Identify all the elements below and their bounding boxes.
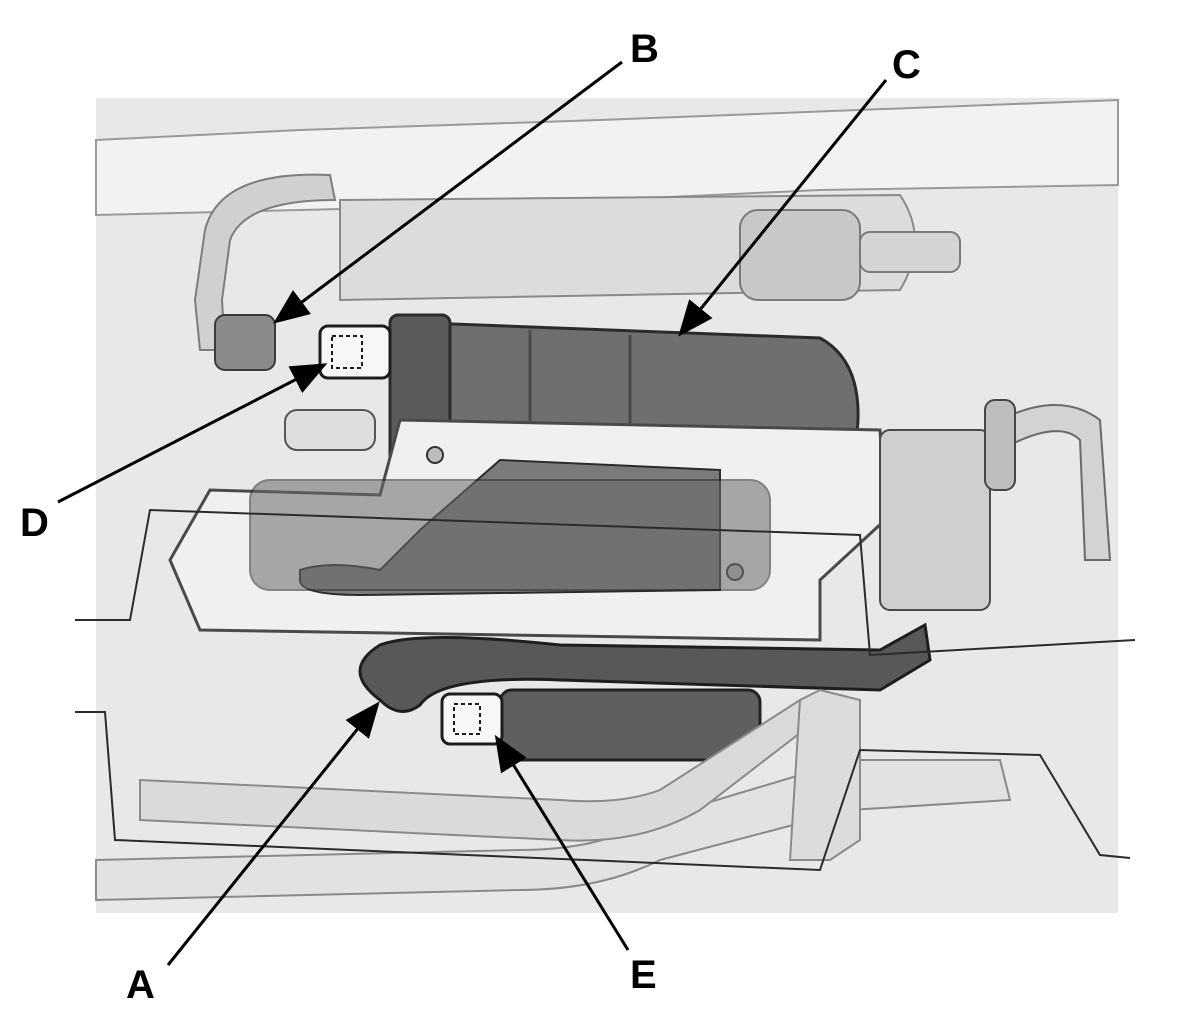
drain-hose (358, 622, 932, 713)
callout-label-c: C (892, 43, 921, 87)
leader-line-c (678, 79, 888, 337)
callout-label-a: A (126, 963, 155, 1007)
lower-cross-pipe (139, 698, 833, 842)
bottom-margin (0, 913, 1200, 1025)
bracket-bolt-1 (426, 446, 444, 464)
callout-label-e: E (630, 953, 657, 997)
left-tube-fitting (284, 409, 376, 451)
callout-label-d: D (20, 501, 49, 545)
evap-filter-box (498, 688, 762, 762)
right-vent-hose (998, 404, 1112, 561)
callout-label-b: B (630, 27, 659, 71)
right-connector (984, 399, 1016, 491)
connector-tag-e (440, 692, 504, 746)
upper-pipe-coupler (739, 209, 861, 301)
top-margin (0, 0, 1200, 98)
wiring-outline-lower (75, 711, 1131, 872)
canister-lower-section (249, 479, 771, 591)
right-lower-bend-pipe (788, 688, 861, 861)
leader-line-b (273, 60, 623, 324)
vent-hose-upper-left (193, 173, 337, 351)
leader-line-d (57, 363, 328, 504)
purge-valve-cluster (879, 429, 991, 611)
upper-pipe-end (859, 231, 961, 273)
hose-clamp-b (214, 314, 276, 371)
leader-line-e (494, 734, 630, 951)
connector-tag-d (318, 324, 392, 380)
connector-tag-d-inner (331, 335, 363, 369)
leader-line-a (166, 701, 380, 966)
lower-exhaust-pipe (95, 759, 1012, 902)
underbody-top-panel (95, 98, 1119, 217)
wiring-outline (75, 508, 1136, 657)
